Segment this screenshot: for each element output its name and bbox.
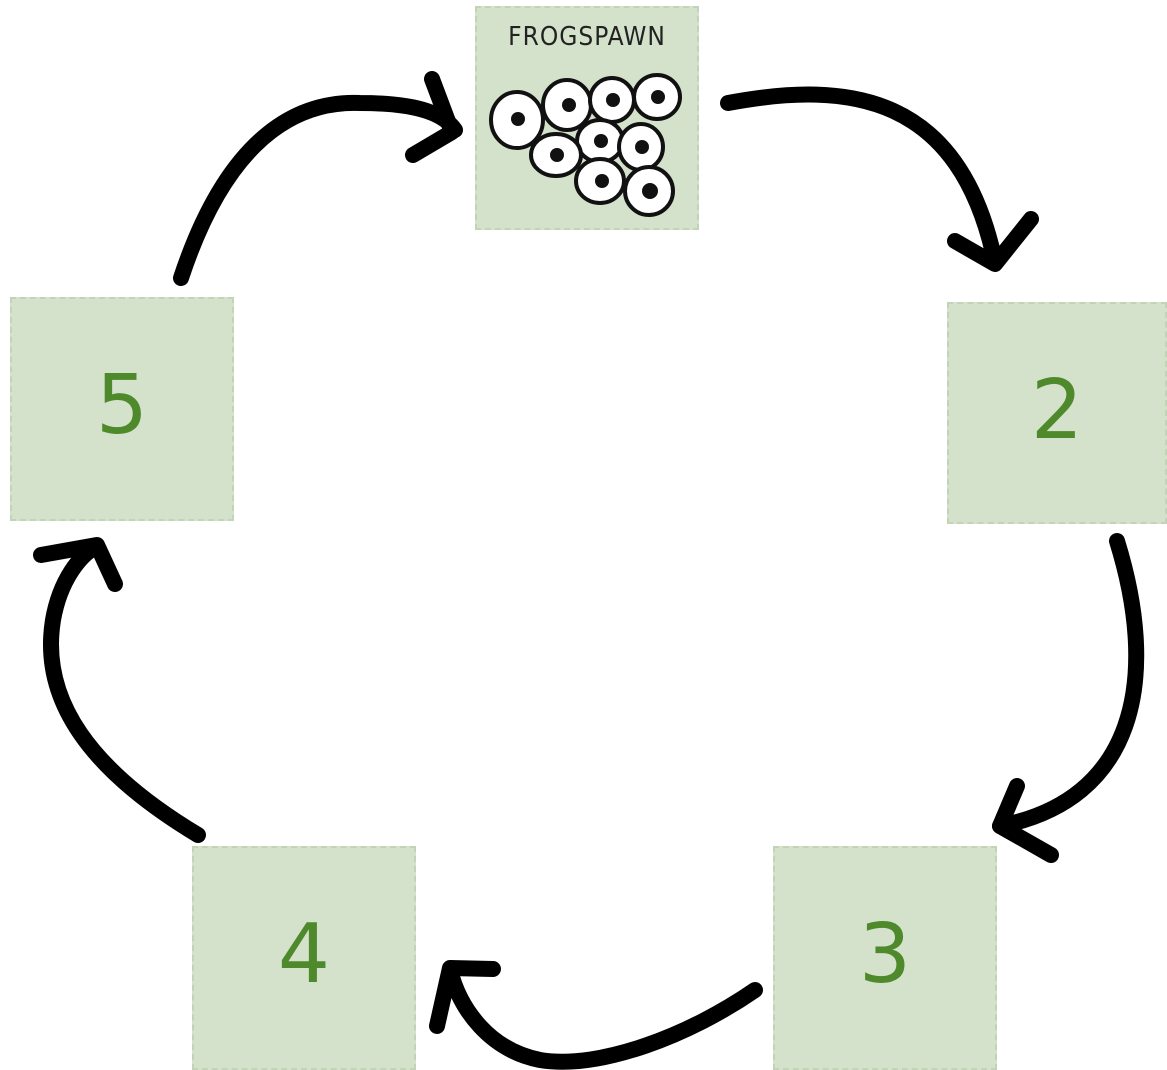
- stage-3-box: 3: [773, 846, 997, 1070]
- arrow-head-4-to-5: [33, 537, 123, 592]
- frogspawn-eggs-icon: [489, 73, 682, 217]
- stage-5-box: 5: [10, 297, 234, 521]
- arrow-head-5-to-frogspawn: [405, 71, 460, 163]
- arrow-2-to-3: [992, 533, 1145, 834]
- stage-frogspawn-box: FROGSPAWN: [475, 6, 699, 230]
- arrow-4-to-5: [42, 538, 206, 843]
- stage-4-number: 4: [277, 907, 331, 1002]
- arrow-head-3-to-4: [429, 960, 501, 1034]
- stage-2-box: 2: [947, 302, 1167, 524]
- arrow-3-to-4: [442, 962, 763, 1070]
- stage-4-box: 4: [192, 846, 416, 1070]
- arrow-head-2-to-3: [992, 778, 1059, 863]
- stage-2-number: 2: [1030, 363, 1084, 458]
- stage-5-number: 5: [95, 358, 149, 453]
- arrow-frogspawn-to-2: [720, 86, 1003, 270]
- stage-frogspawn-label: FROGSPAWN: [508, 22, 666, 52]
- stage-3-number: 3: [858, 907, 912, 1002]
- arrow-head-frogspawn-to-2: [947, 211, 1039, 272]
- arrow-5-to-frogspawn: [173, 94, 463, 286]
